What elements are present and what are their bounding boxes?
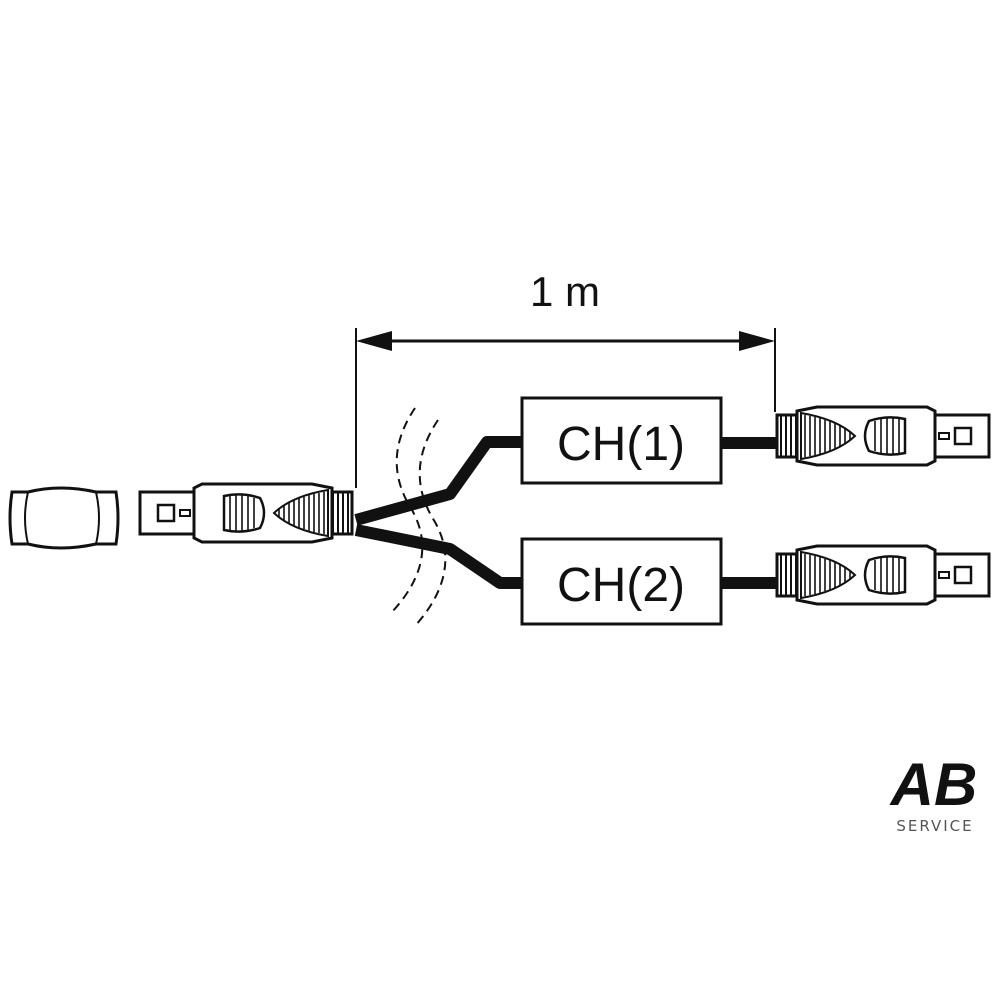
- connector-ch2: [775, 544, 991, 606]
- dimension-indicator: 1 m: [355, 268, 776, 488]
- cable-break-mark: [391, 407, 447, 627]
- brand-tagline: SERVICE: [896, 817, 973, 835]
- channel-1-label: CH(1): [557, 418, 685, 471]
- brand-logo-mark: AB: [889, 751, 978, 818]
- y-split-cable: [354, 436, 522, 589]
- dimension-label: 1 m: [530, 268, 600, 315]
- channel-1-box: CH(1): [520, 396, 723, 485]
- channel-2-box: CH(2): [520, 537, 723, 626]
- input-connector: [138, 482, 354, 544]
- arrow-left-icon: [356, 331, 392, 351]
- channel-2-label: CH(2): [557, 559, 685, 612]
- arrow-right-icon: [739, 331, 775, 351]
- coupler: [8, 486, 120, 550]
- brand-logo: AB SERVICE: [889, 751, 978, 835]
- connector-ch1: [775, 405, 991, 467]
